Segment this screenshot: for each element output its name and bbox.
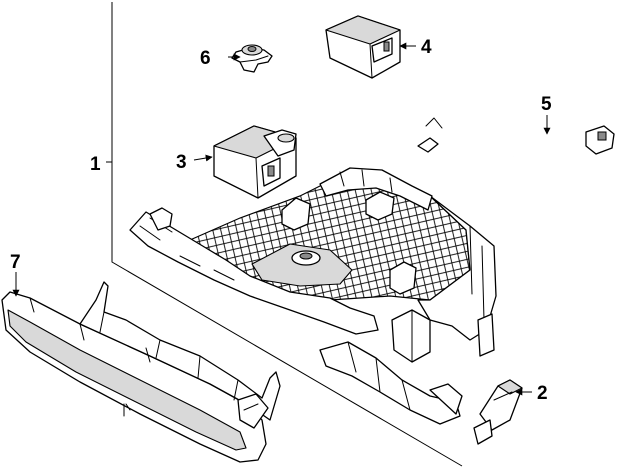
hinge-arm: [319, 341, 463, 425]
callout-4: 4: [421, 37, 432, 58]
callout-1: 1: [90, 154, 101, 175]
part-5-harness: [417, 117, 615, 158]
callout-6: 6: [200, 48, 211, 69]
part-6-clip: [231, 44, 273, 73]
callout-3: 3: [176, 152, 187, 173]
main-bin: [129, 167, 497, 363]
assembly-frame: [111, 2, 463, 467]
callout-labels: 1 2 3 4 5 6 7: [10, 37, 552, 404]
part-3-module: [213, 125, 297, 199]
part-4-module: [325, 15, 401, 79]
leader-lines: [12, 42, 551, 396]
part-2-latch: [473, 379, 523, 445]
callout-7: 7: [10, 252, 21, 273]
part-7-door: [1, 281, 281, 463]
callout-2: 2: [537, 383, 548, 404]
callout-5: 5: [541, 94, 552, 115]
